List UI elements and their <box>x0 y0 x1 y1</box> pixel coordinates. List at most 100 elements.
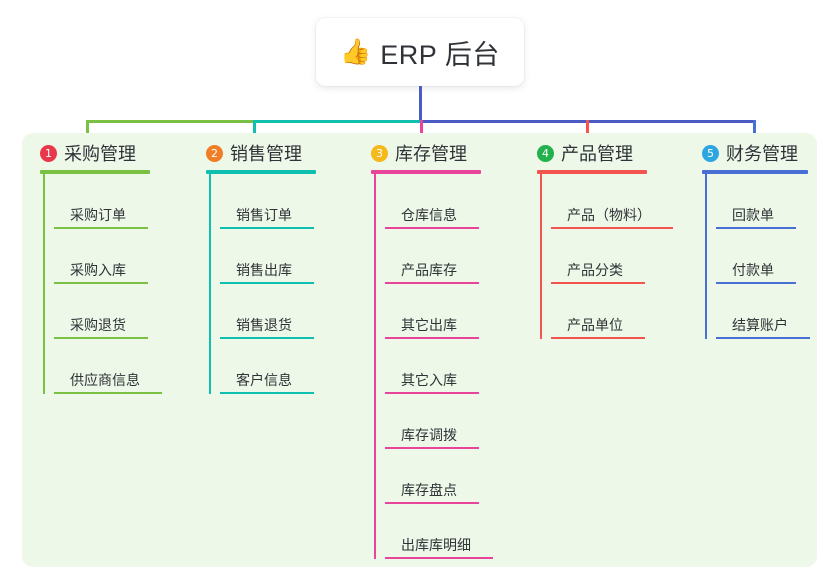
list-item[interactable]: 付款单 <box>716 229 808 284</box>
list-item-underline <box>54 282 148 284</box>
column-badge-4: 4 <box>537 144 554 162</box>
list-item[interactable]: 销售出库 <box>220 229 316 284</box>
column-drop-3 <box>420 120 423 136</box>
list-item[interactable]: 销售退货 <box>220 284 316 339</box>
column-2: 2 销售管理销售订单销售出库销售退货客户信息 <box>206 140 316 394</box>
list-item[interactable]: 库存调拨 <box>385 394 481 449</box>
column-spine-3 <box>374 174 376 559</box>
column-title-1: 采购管理 <box>64 144 136 164</box>
list-item[interactable]: 采购退货 <box>54 284 150 339</box>
list-item[interactable]: 采购入库 <box>54 229 150 284</box>
column-underline-5 <box>702 170 808 174</box>
column-items-2: 销售订单销售出库销售退货客户信息 <box>206 174 316 394</box>
list-item[interactable]: 其它入库 <box>385 339 481 394</box>
list-item[interactable]: 产品单位 <box>551 284 651 339</box>
bus-segment-3 <box>420 120 589 123</box>
list-item-underline <box>54 227 148 229</box>
column-drop-5 <box>753 120 756 136</box>
list-item[interactable]: 产品（物料） <box>551 174 673 229</box>
column-underline-2 <box>206 170 316 174</box>
column-spine-4 <box>540 174 542 339</box>
column-underline-1 <box>40 170 150 174</box>
column-items-5: 回款单付款单结算账户 <box>702 174 810 339</box>
column-items-3: 仓库信息产品库存其它出库其它入库库存调拨库存盘点出库库明细 <box>371 174 493 559</box>
column-title-2: 销售管理 <box>230 144 302 164</box>
column-drop-2 <box>253 120 256 136</box>
list-item-underline <box>54 392 162 394</box>
list-item-underline <box>220 227 314 229</box>
list-item-underline <box>220 282 314 284</box>
list-item-underline <box>54 337 148 339</box>
list-item[interactable]: 供应商信息 <box>54 339 162 394</box>
list-item[interactable]: 库存盘点 <box>385 449 481 504</box>
column-underline-3 <box>371 170 481 174</box>
list-item[interactable]: 产品库存 <box>385 229 481 284</box>
column-spine-1 <box>43 174 45 394</box>
list-item-underline <box>551 282 645 284</box>
column-title-3: 库存管理 <box>395 144 467 164</box>
column-drop-4 <box>586 120 589 136</box>
column-spine-2 <box>209 174 211 394</box>
list-item[interactable]: 回款单 <box>716 174 808 229</box>
diagram-panel <box>22 133 817 567</box>
root-title: ERP 后台 <box>380 39 500 70</box>
list-item-label: 出库库明细 <box>401 537 471 553</box>
list-item-label: 库存调拨 <box>401 427 457 443</box>
list-item-underline <box>385 282 479 284</box>
column-1: 1 采购管理采购订单采购入库采购退货供应商信息 <box>40 140 162 394</box>
list-item-underline <box>385 337 479 339</box>
list-item-underline <box>385 392 479 394</box>
column-items-4: 产品（物料） 产品分类产品单位 <box>537 174 673 339</box>
column-underline-4 <box>537 170 647 174</box>
list-item[interactable]: 销售订单 <box>220 174 316 229</box>
list-item-label: 其它入库 <box>401 372 457 388</box>
list-item-underline <box>716 227 796 229</box>
column-drop-1 <box>86 120 89 136</box>
list-item-label: 销售订单 <box>236 207 292 223</box>
list-item[interactable]: 其它出库 <box>385 284 481 339</box>
list-item-underline <box>220 392 314 394</box>
list-item[interactable]: 客户信息 <box>220 339 316 394</box>
root-stem <box>419 86 422 123</box>
list-item-label: 客户信息 <box>236 372 292 388</box>
list-item-label: 采购退货 <box>70 317 126 333</box>
list-item-underline <box>716 282 796 284</box>
list-item[interactable]: 仓库信息 <box>385 174 481 229</box>
list-item-underline <box>385 227 479 229</box>
column-badge-2: 2 <box>206 144 223 162</box>
bus-segment-4 <box>586 120 756 123</box>
bus-segment-2 <box>253 120 423 123</box>
list-item[interactable]: 产品分类 <box>551 229 651 284</box>
root-node[interactable]: 👍 ERP 后台 <box>316 18 524 86</box>
list-item-underline <box>716 337 810 339</box>
column-header-4[interactable]: 4 产品管理 <box>537 140 651 166</box>
list-item-label: 供应商信息 <box>70 372 140 388</box>
list-item-label: 仓库信息 <box>401 207 457 223</box>
list-item[interactable]: 出库库明细 <box>385 504 493 559</box>
bus-segment-1 <box>86 120 256 123</box>
column-header-2[interactable]: 2 销售管理 <box>206 140 316 166</box>
list-item-label: 产品库存 <box>401 262 457 278</box>
list-item[interactable]: 采购订单 <box>54 174 150 229</box>
list-item-underline <box>220 337 314 339</box>
list-item-label: 产品分类 <box>567 262 623 278</box>
list-item-label: 采购入库 <box>70 262 126 278</box>
list-item[interactable]: 结算账户 <box>716 284 810 339</box>
list-item-label: 销售退货 <box>236 317 292 333</box>
column-header-1[interactable]: 1 采购管理 <box>40 140 150 166</box>
column-spine-5 <box>705 174 707 339</box>
list-item-label: 销售出库 <box>236 262 292 278</box>
thumbs-up-icon: 👍 <box>340 37 372 66</box>
list-item-underline <box>551 227 673 229</box>
list-item-label: 结算账户 <box>732 317 788 333</box>
list-item-label: 产品（物料） <box>567 207 651 223</box>
list-item-label: 产品单位 <box>567 317 623 333</box>
column-badge-5: 5 <box>702 144 719 162</box>
list-item-underline <box>385 502 479 504</box>
column-badge-1: 1 <box>40 144 57 162</box>
column-title-4: 产品管理 <box>561 144 633 164</box>
